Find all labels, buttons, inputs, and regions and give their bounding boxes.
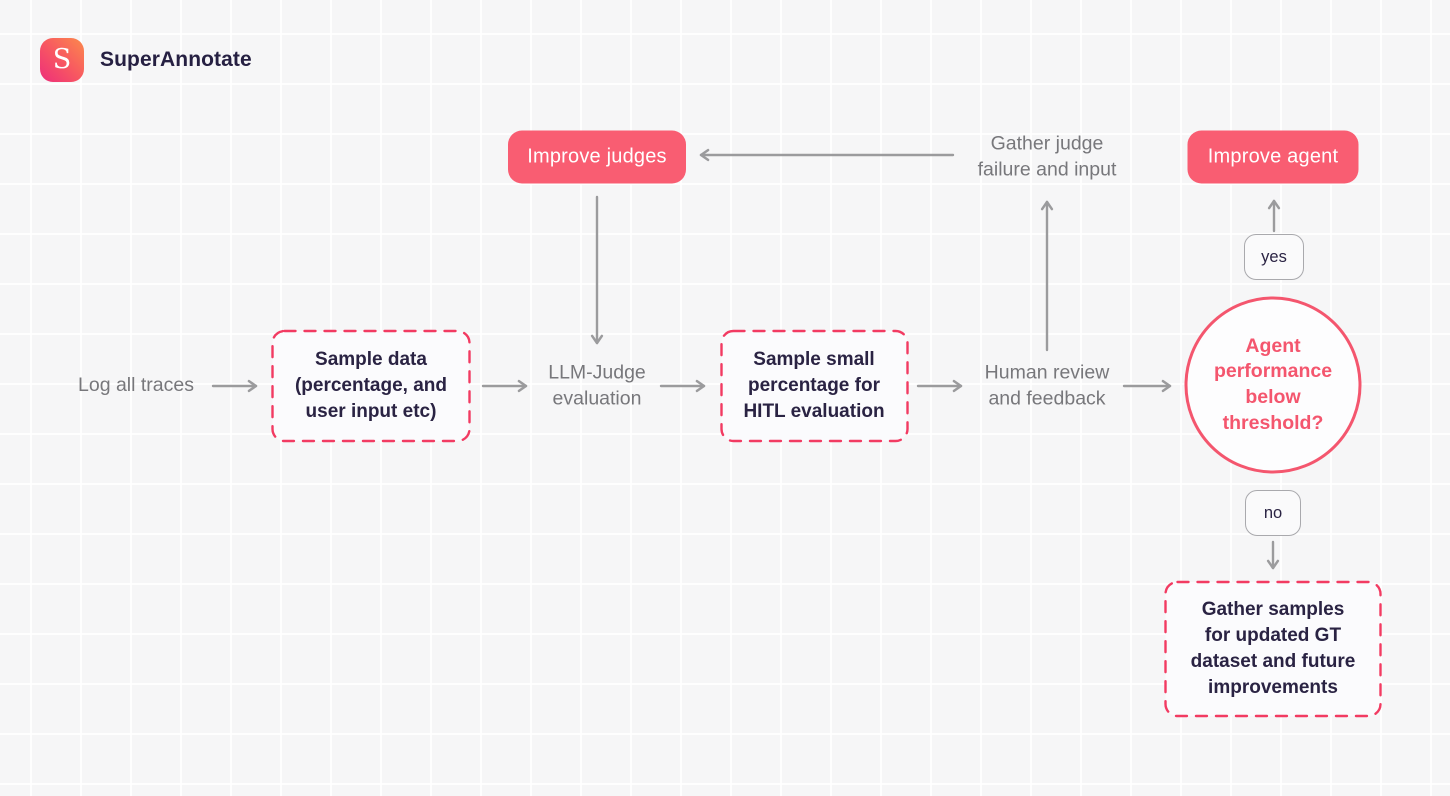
sample-small-box [720,329,909,443]
sample-small-label: Sample small percentage for HITL evaluat… [743,348,885,422]
node-no: no [1245,490,1301,536]
sample-data-box [271,329,471,443]
superannotate-logo-icon: S [40,38,84,82]
node-log-all-traces: Log all traces [78,374,194,397]
decision-circle [1184,296,1362,474]
brand-name: SuperAnnotate [100,48,252,71]
brand-header: S SuperAnnotate [40,38,252,82]
node-improve-judges: Improve judges [508,130,686,184]
node-gather-judge-failure: Gather judge failure and input [977,132,1117,180]
gather-samples-label: Gather samples for updated GT dataset an… [1190,598,1356,699]
node-llm-judge-evaluation: LLM-Judge evaluation [548,361,646,409]
node-improve-agent: Improve agent [1187,130,1359,184]
improve-judges-label: Improve judges [527,145,667,168]
logo-letter: S [52,43,72,75]
no-label: no [1263,503,1283,522]
node-human-review: Human review and feedback [984,361,1110,409]
node-yes: yes [1244,234,1304,280]
decision-label: Agent performance below threshold? [1213,334,1333,434]
gather-samples-box [1164,580,1382,718]
sample-data-label: Sample data (percentage, and user input … [294,348,448,422]
yes-label: yes [1261,247,1287,266]
improve-agent-label: Improve agent [1207,145,1339,168]
